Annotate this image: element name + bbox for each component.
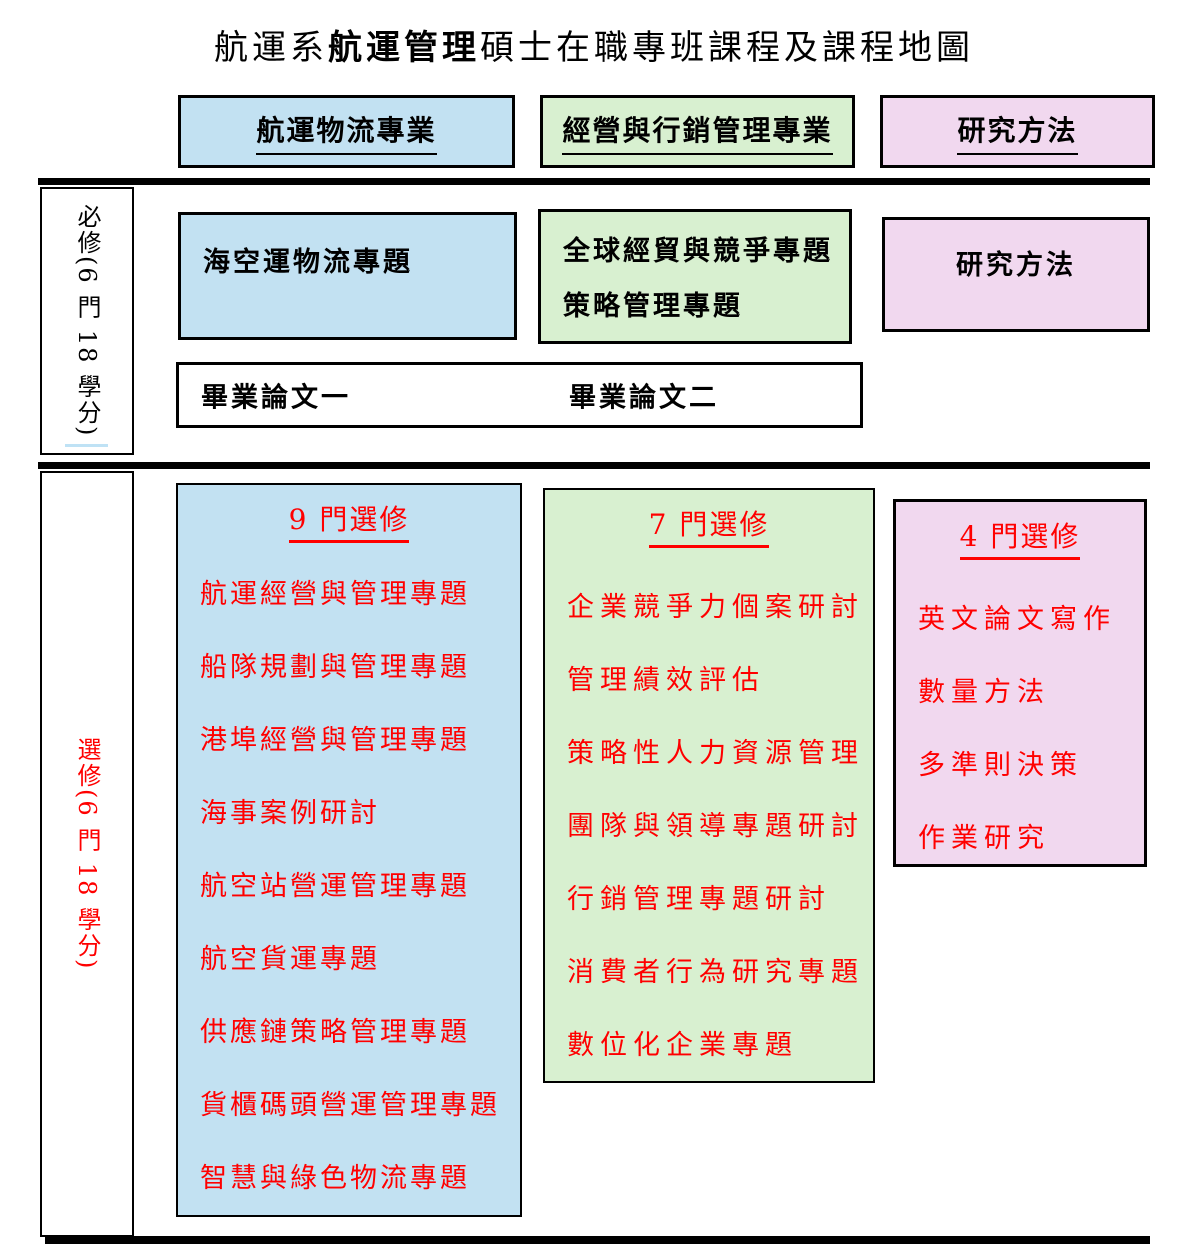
elective-group-management-header: 7 門選修 xyxy=(545,490,873,560)
elective-group-research-header-label: 4 門選修 xyxy=(959,515,1081,560)
elective-group-research-header: 4 門選修 xyxy=(896,502,1144,572)
column-header-management-marketing-label: 經營與行銷管理專業 xyxy=(562,109,833,155)
elective-course: 港埠經營與管理專題 xyxy=(200,725,470,756)
thesis-2-label: 畢業論文二 xyxy=(569,382,719,414)
column-header-research-methods: 研究方法 xyxy=(880,95,1155,168)
thesis-1-label: 畢業論文一 xyxy=(201,382,351,414)
elective-course: 團隊與領導專題研討 xyxy=(567,811,864,842)
elective-group-shipping-list: 航運經營與管理專題 船隊規劃與管理專題 港埠經營與管理專題 海事案例研討 航空站… xyxy=(178,555,520,1212)
elective-course: 策略性人力資源管理 xyxy=(567,738,864,769)
elective-group-management-header-label: 7 門選修 xyxy=(648,503,770,548)
elective-course: 海事案例研討 xyxy=(200,798,380,829)
required-course-global-trade: 全球經貿與競爭專題 xyxy=(563,236,833,267)
title-suffix: 碩士在職專班課程及課程地圖 xyxy=(480,28,974,68)
elective-course: 行銷管理專題研討 xyxy=(567,884,831,915)
elective-group-management-list: 企業競爭力個案研討 管理績效評估 策略性人力資源管理 團隊與領導專題研討 行銷管… xyxy=(545,560,873,1079)
required-course-research-box: 研究方法 xyxy=(882,217,1150,332)
required-course-shipping-box: 海空運物流專題 xyxy=(178,212,517,340)
elective-course: 航空站營運管理專題 xyxy=(200,871,470,902)
column-header-management-marketing: 經營與行銷管理專業 xyxy=(540,95,855,168)
divider-bottom xyxy=(45,1236,1150,1244)
elective-course: 智慧與綠色物流專題 xyxy=(200,1163,470,1194)
row-label-elective: 選修(6 門 18 學分) xyxy=(73,737,101,971)
elective-group-research: 4 門選修 英文論文寫作 數量方法 多準則決策 作業研究 xyxy=(893,499,1147,867)
elective-group-shipping-header-label: 9 門選修 xyxy=(288,498,410,543)
elective-course: 管理績效評估 xyxy=(567,665,765,696)
elective-course: 船隊規劃與管理專題 xyxy=(200,652,470,683)
elective-course: 多準則決策 xyxy=(918,750,1083,781)
title-department: 航運系 xyxy=(214,28,328,68)
thesis-box: 畢業論文一 畢業論文二 xyxy=(176,362,863,428)
row-label-required: 必修(6 門 18 學分) xyxy=(73,204,101,438)
elective-course: 航運經營與管理專題 xyxy=(200,579,470,610)
divider-top xyxy=(38,178,1150,185)
underline-artifact xyxy=(65,444,108,447)
elective-group-shipping: 9 門選修 航運經營與管理專題 船隊規劃與管理專題 港埠經營與管理專題 海事案例… xyxy=(176,483,522,1217)
column-header-research-methods-label: 研究方法 xyxy=(957,109,1078,155)
required-course-research: 研究方法 xyxy=(956,250,1076,281)
column-header-shipping-logistics: 航運物流專業 xyxy=(178,95,515,168)
required-course-strategy: 策略管理專題 xyxy=(563,291,743,322)
elective-course: 供應鏈策略管理專題 xyxy=(200,1017,470,1048)
required-course-shipping: 海空運物流專題 xyxy=(203,247,413,278)
elective-course: 數位化企業專題 xyxy=(567,1030,798,1061)
elective-course: 航空貨運專題 xyxy=(200,944,380,975)
page-title: 航運系航運管理碩士在職專班課程及課程地圖 xyxy=(0,20,1188,69)
elective-course: 英文論文寫作 xyxy=(918,604,1116,635)
elective-course: 企業競爭力個案研討 xyxy=(567,592,864,623)
row-label-elective-cell: 選修(6 門 18 學分) xyxy=(40,471,134,1237)
elective-group-research-list: 英文論文寫作 數量方法 多準則決策 作業研究 xyxy=(896,572,1144,872)
elective-group-shipping-header: 9 門選修 xyxy=(178,485,520,555)
title-program: 航運管理 xyxy=(328,28,480,68)
elective-course: 作業研究 xyxy=(918,823,1050,854)
column-header-shipping-logistics-label: 航運物流專業 xyxy=(256,109,437,155)
divider-middle xyxy=(38,462,1150,469)
elective-group-management: 7 門選修 企業競爭力個案研討 管理績效評估 策略性人力資源管理 團隊與領導專題… xyxy=(543,488,875,1083)
elective-course: 數量方法 xyxy=(918,677,1050,708)
required-course-management-box: 全球經貿與競爭專題 策略管理專題 xyxy=(538,209,852,344)
elective-course: 貨櫃碼頭營運管理專題 xyxy=(200,1090,500,1121)
elective-course: 消費者行為研究專題 xyxy=(567,957,864,988)
row-label-required-cell: 必修(6 門 18 學分) xyxy=(40,187,134,455)
